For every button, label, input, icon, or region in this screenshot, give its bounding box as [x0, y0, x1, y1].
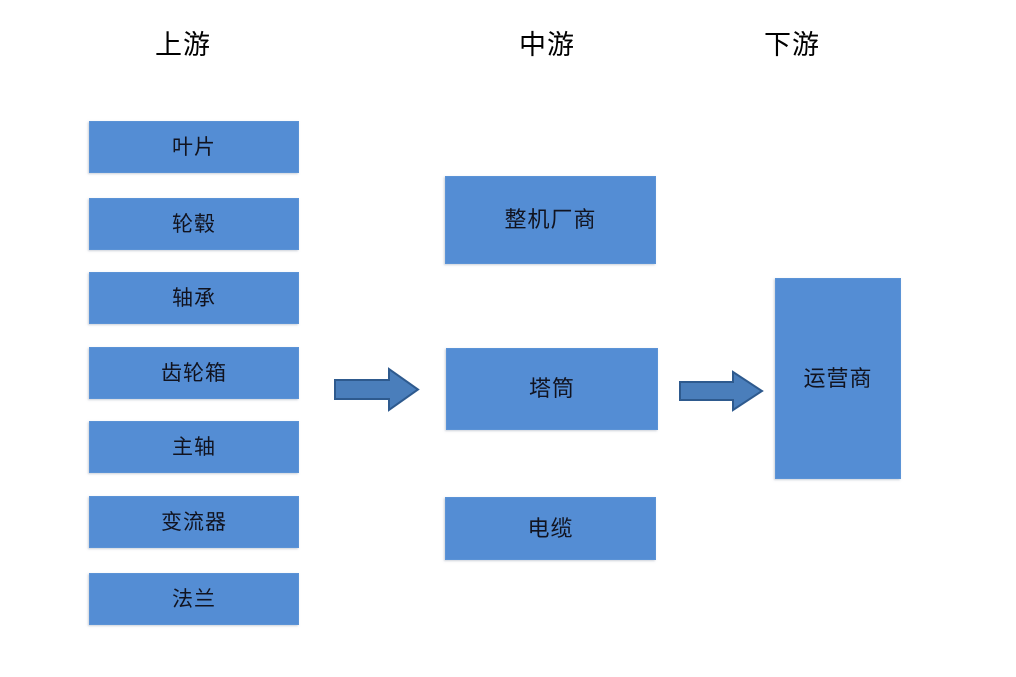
node-box-midstream-tower[interactable]: 塔筒: [446, 348, 658, 430]
node-box-upstream-bearing[interactable]: 轴承: [89, 272, 299, 324]
node-box-upstream-blade[interactable]: 叶片: [89, 121, 299, 173]
node-label: 电缆: [527, 515, 574, 541]
node-label: 主轴: [172, 434, 216, 459]
node-box-downstream-operator[interactable]: 运营商: [775, 278, 901, 479]
node-box-upstream-hub[interactable]: 轮毂: [89, 198, 299, 250]
node-box-upstream-converter[interactable]: 变流器: [89, 496, 299, 548]
node-box-upstream-flange[interactable]: 法兰: [89, 573, 299, 625]
node-box-upstream-gearbox[interactable]: 齿轮箱: [89, 347, 299, 399]
node-label: 叶片: [172, 134, 216, 159]
node-label: 变流器: [161, 509, 227, 534]
node-label: 塔筒: [528, 376, 575, 401]
column-header-upstream: 上游: [155, 30, 211, 60]
node-label: 齿轮箱: [161, 360, 227, 385]
column-header-downstream: 下游: [764, 30, 820, 60]
node-label: 轮毂: [172, 211, 216, 236]
arrow-upstream-to-midstream-icon: [334, 367, 420, 412]
node-box-midstream-turbine-manufacturer[interactable]: 整机厂商: [445, 176, 656, 264]
column-header-midstream: 中游: [519, 30, 575, 60]
node-label: 轴承: [172, 285, 216, 310]
node-box-midstream-cable[interactable]: 电缆: [445, 497, 656, 560]
node-label: 法兰: [172, 586, 216, 611]
node-box-upstream-main-shaft[interactable]: 主轴: [89, 421, 299, 473]
node-label: 运营商: [803, 365, 873, 391]
arrow-midstream-to-downstream-icon: [679, 370, 764, 412]
node-label: 整机厂商: [504, 207, 597, 232]
